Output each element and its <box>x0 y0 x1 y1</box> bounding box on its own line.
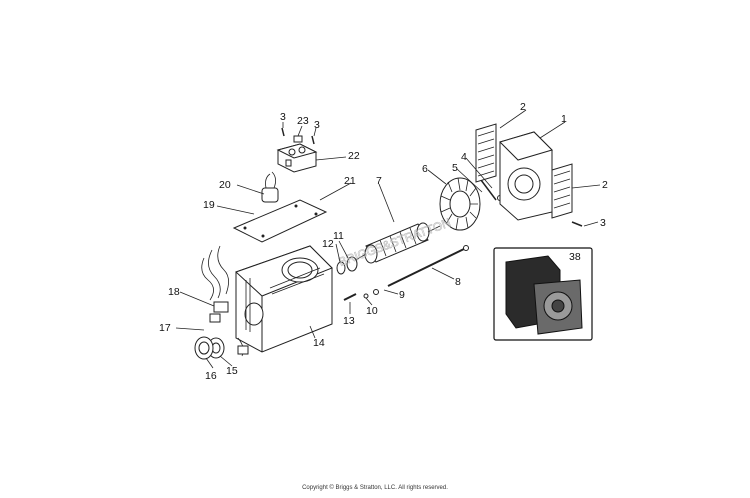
callout-13: 13 <box>343 315 355 327</box>
part-12-ring <box>336 261 346 275</box>
callouts: 1 2 2 3 4 5 6 7 8 9 10 11 12 13 14 15 16… <box>159 101 608 382</box>
callout-19: 19 <box>203 199 215 211</box>
callout-3: 3 <box>280 111 286 123</box>
part-3-screw <box>311 135 315 145</box>
callout-17: 17 <box>159 322 171 334</box>
leader-lines <box>175 109 601 369</box>
part-6-fan <box>439 177 481 231</box>
part-22-control-box <box>276 143 318 173</box>
part-7-rotor <box>351 222 441 264</box>
callout-3: 3 <box>600 217 606 229</box>
callout-8: 8 <box>455 276 461 288</box>
part-1-end-housing <box>499 131 553 221</box>
callout-10: 10 <box>366 305 378 317</box>
part-18-wire-harness <box>201 245 249 357</box>
callout-5: 5 <box>452 162 458 174</box>
callout-6: 6 <box>422 163 428 175</box>
callout-11: 11 <box>333 230 344 242</box>
part-19-cover-plate <box>232 199 328 243</box>
part-2-screen-left <box>475 123 497 183</box>
callout-38: 38 <box>569 251 581 263</box>
part-3-screw <box>571 221 583 227</box>
callout-16: 16 <box>205 370 217 382</box>
callout-18: 18 <box>168 286 180 298</box>
part-38-inset-box <box>493 247 593 341</box>
part-8-through-bolt <box>387 245 469 287</box>
part-2-screen-right <box>551 163 573 219</box>
callout-15: 15 <box>226 365 238 377</box>
callout-1: 1 <box>561 113 567 125</box>
part-14-stator-housing <box>235 245 333 353</box>
callout-9: 9 <box>399 289 405 301</box>
callout-2: 2 <box>520 101 526 113</box>
part-16-end-cap <box>194 336 214 360</box>
callout-7: 7 <box>376 175 382 187</box>
part-9-washer <box>373 289 379 295</box>
callout-4: 4 <box>461 151 467 163</box>
part-20-capacitor <box>261 171 279 203</box>
callout-14: 14 <box>313 337 325 349</box>
part-13-screw <box>343 293 357 301</box>
callout-2: 2 <box>602 179 608 191</box>
copyright-notice: Copyright © Briggs & Stratton, LLC. All … <box>302 485 448 491</box>
callout-3: 3 <box>314 119 320 131</box>
callout-22: 22 <box>348 150 360 162</box>
callout-20: 20 <box>219 179 231 191</box>
part-10-nut <box>363 293 369 299</box>
callout-21: 21 <box>344 175 356 187</box>
callout-23: 23 <box>297 115 309 127</box>
part-3-screw <box>281 127 285 137</box>
part-11-bearing <box>346 256 358 272</box>
callout-12: 12 <box>322 238 334 250</box>
part-23-connector <box>293 135 303 143</box>
watermark: BRIGGS&STRATTON <box>337 215 453 269</box>
